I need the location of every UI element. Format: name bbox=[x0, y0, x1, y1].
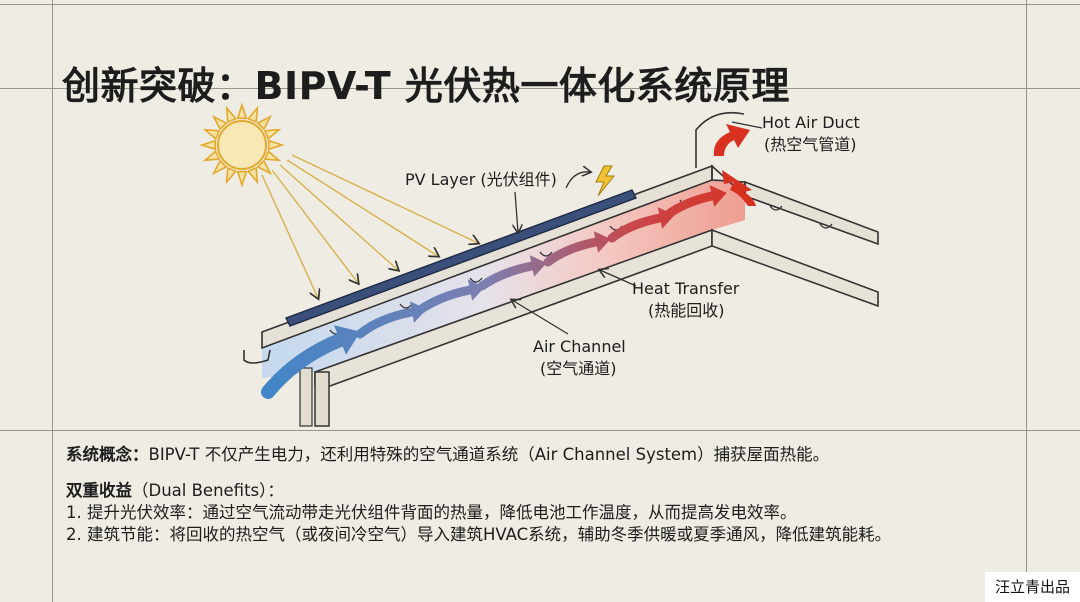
benefits-label: 双重收益 bbox=[66, 481, 132, 500]
frame-title-divider bbox=[0, 88, 1080, 89]
benefits-heading: 双重收益（Dual Benefits）： bbox=[66, 480, 1026, 502]
sun-ray bbox=[211, 114, 228, 131]
airflow-arrow bbox=[607, 213, 665, 243]
label-heat-transfer-cn: (热能回收) bbox=[648, 301, 725, 320]
lightning-icon bbox=[595, 165, 616, 197]
sun-ray bbox=[211, 159, 228, 176]
label-air-channel-cn: (空气通道) bbox=[540, 359, 617, 378]
concept-label: 系统概念： bbox=[66, 445, 149, 464]
roof-structure bbox=[243, 164, 879, 427]
sun-ray bbox=[202, 149, 221, 162]
concept-text: BIPV-T 不仅产生电力，还利用特殊的空气通道系统（Air Channel S… bbox=[148, 445, 830, 464]
sunlight-rays bbox=[261, 154, 478, 298]
sun-ray bbox=[263, 149, 282, 162]
benefit-item: 1. 提升光伏效率：通过空气流动带走光伏组件背面的热量，降低电池工作温度，从而提… bbox=[66, 503, 797, 522]
airflow-arrow bbox=[543, 237, 601, 267]
sun-ray bbox=[267, 139, 285, 151]
sun-ray bbox=[225, 166, 238, 185]
airflow-arrowhead bbox=[593, 231, 611, 253]
benefit-item: 2. 建筑节能：将回收的热空气（或夜间冷空气）导入建筑HVAC系统，辅助冬季供暖… bbox=[66, 525, 892, 544]
leader-lines bbox=[512, 121, 763, 335]
airflow-arrow bbox=[477, 261, 537, 291]
sun-ray bbox=[202, 128, 221, 141]
label-hot-air-duct-cn: (热空气管道) bbox=[764, 135, 857, 154]
airflow-arrow bbox=[415, 285, 475, 315]
roof-deck-right bbox=[744, 180, 879, 246]
airflow-arrow bbox=[261, 333, 347, 399]
hot-air-right-arrow bbox=[722, 170, 756, 206]
airflow-arrowhead bbox=[529, 255, 547, 277]
hot-air-up-arrow bbox=[713, 124, 750, 156]
frame-left-line bbox=[52, 0, 53, 602]
wall bbox=[314, 371, 330, 427]
watermark: 汪立青出品 bbox=[984, 572, 1080, 602]
hot-air-exit-arrows bbox=[695, 111, 756, 206]
sun-ray bbox=[263, 128, 282, 141]
sun-ray bbox=[246, 166, 259, 185]
frame-body-divider bbox=[0, 430, 1080, 431]
duct-outline bbox=[695, 111, 745, 168]
sun-ray bbox=[225, 105, 238, 124]
bipvt-diagram: PV Layer (光伏组件) Hot Air Duct (热空气管道) Hea… bbox=[199, 102, 879, 427]
description-block: 系统概念：BIPV-T 不仅产生电力，还利用特殊的空气通道系统（Air Chan… bbox=[66, 444, 1026, 546]
airflow-arrowhead bbox=[467, 279, 485, 301]
label-heat-transfer: Heat Transfer bbox=[632, 279, 740, 298]
airflow-arrow bbox=[355, 307, 417, 339]
wall-inner bbox=[299, 367, 313, 427]
sun-ray bbox=[256, 114, 273, 131]
frame-right-line bbox=[1026, 0, 1027, 602]
label-air-channel: Air Channel bbox=[533, 337, 626, 356]
label-pv-layer: PV Layer (光伏组件) bbox=[405, 170, 557, 189]
gutter bbox=[243, 349, 271, 364]
airflow-arrowhead bbox=[333, 325, 361, 355]
sun-ray bbox=[199, 139, 217, 151]
sun-ray bbox=[236, 102, 248, 120]
page-title: 创新突破：BIPV-T 光伏热一体化系统原理 bbox=[62, 64, 790, 109]
airflow-arrow bbox=[661, 191, 717, 221]
frame-top-line bbox=[0, 4, 1080, 5]
concept-row: 系统概念：BIPV-T 不仅产生电力，还利用特殊的空气通道系统（Air Chan… bbox=[66, 444, 1026, 466]
sun-ray bbox=[246, 105, 259, 124]
sun-icon bbox=[199, 102, 285, 188]
label-hot-air-duct: Hot Air Duct bbox=[762, 113, 860, 132]
insulation-right bbox=[711, 228, 879, 308]
sun-ray bbox=[256, 159, 273, 176]
sun-ray bbox=[236, 170, 248, 188]
benefits-suffix: （Dual Benefits）： bbox=[132, 481, 284, 500]
airflow-arrowhead bbox=[709, 185, 727, 207]
airflow-arrows bbox=[261, 185, 727, 399]
